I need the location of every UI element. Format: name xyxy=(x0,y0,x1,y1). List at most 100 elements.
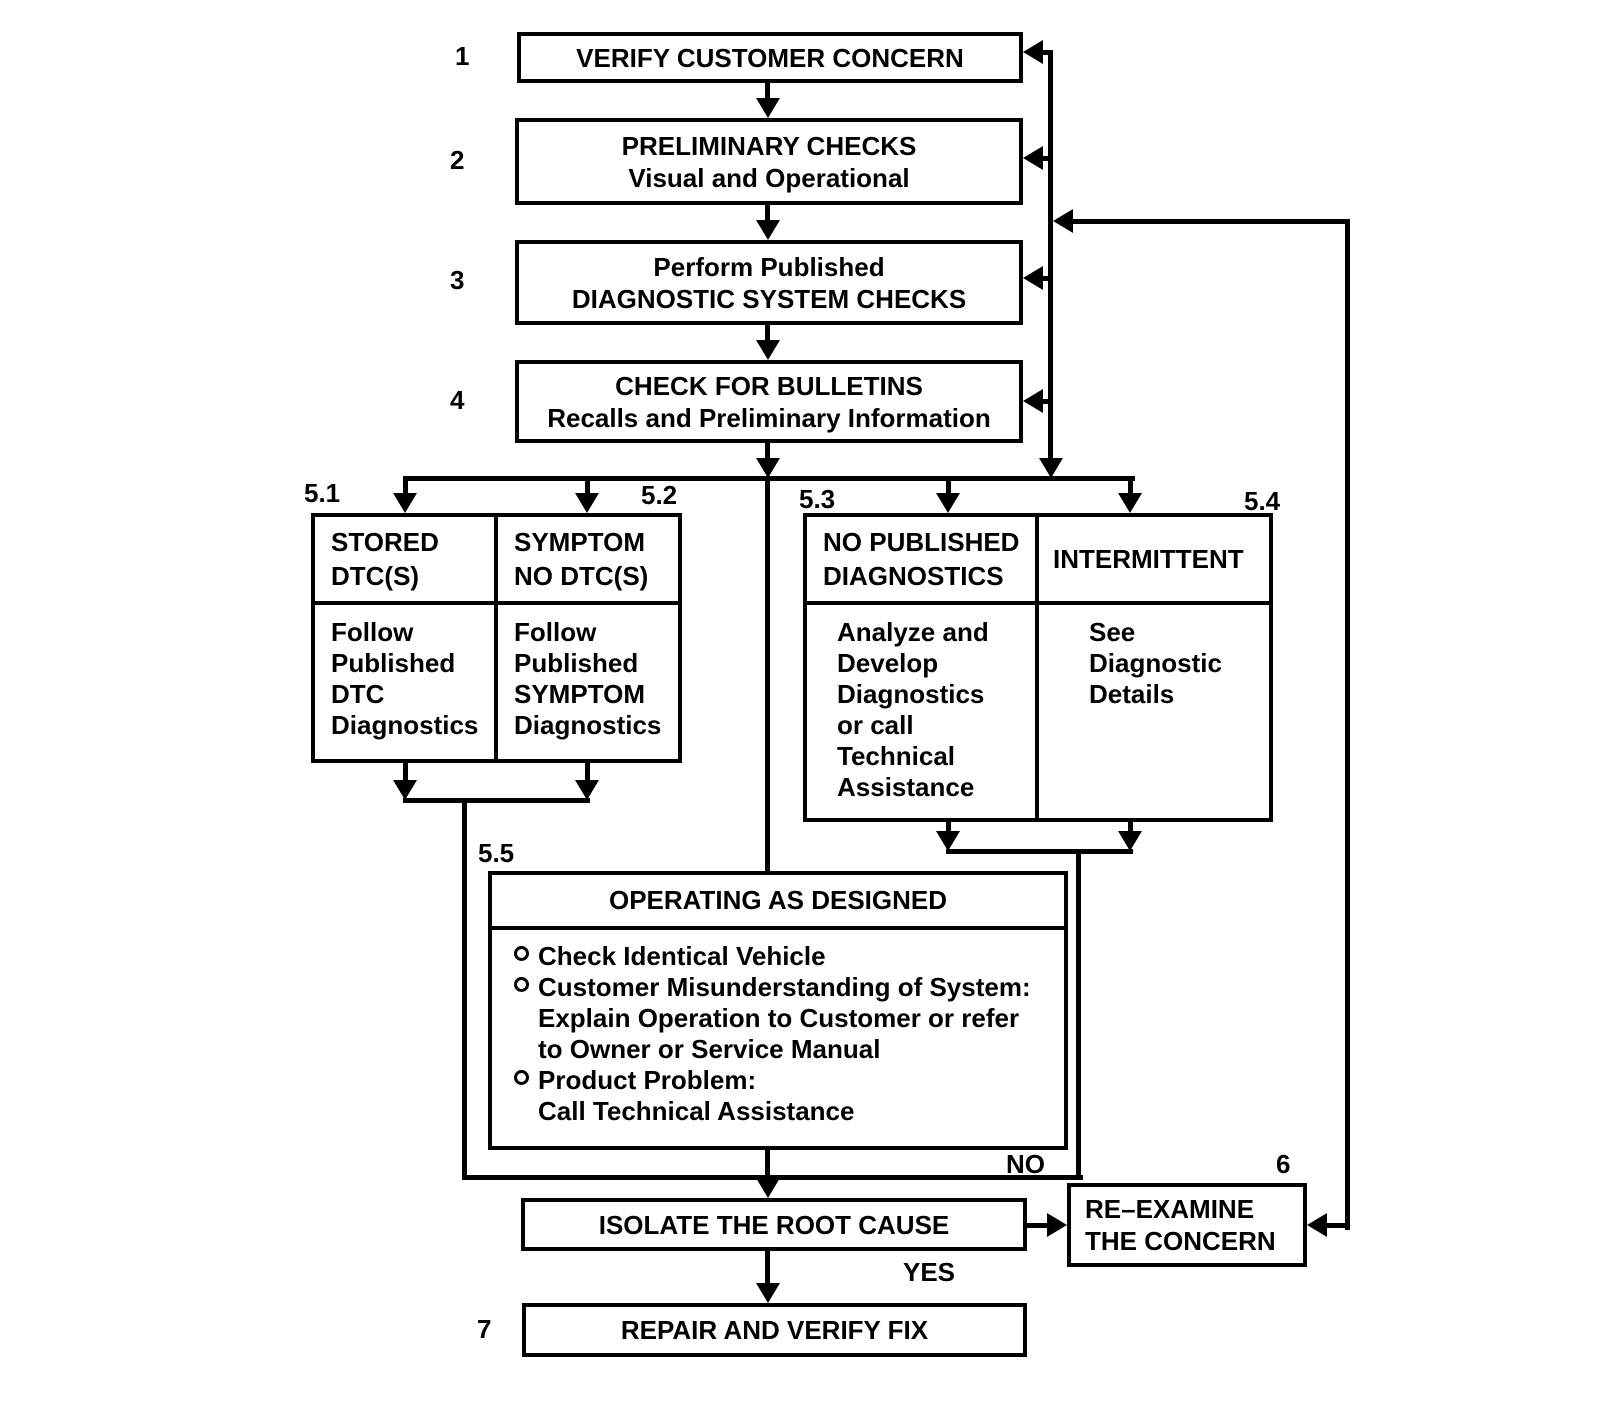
list-item-continuation: Explain Operation to Customer or refer xyxy=(538,1003,1020,1033)
diagnostic-system-checks-line2: DIAGNOSTIC SYSTEM CHECKS xyxy=(571,283,967,314)
return-stub-step1 xyxy=(1038,50,1053,55)
no-published-body-line2: Develop xyxy=(837,648,939,678)
arrowhead-step2 xyxy=(756,98,780,118)
isolate-root-cause-box: ISOLATE THE ROOT CAUSE xyxy=(521,1198,1027,1251)
diagnostic-system-checks-line1: Perform Published xyxy=(653,251,885,282)
stored-dtc-column: STORED DTC(S) Follow Published DTC Diagn… xyxy=(315,517,498,759)
bullet-icon xyxy=(514,977,529,992)
stored-dtc-body-line1: Follow xyxy=(331,617,414,647)
dtc-branch-table: STORED DTC(S) Follow Published DTC Diagn… xyxy=(311,513,682,763)
collector-left xyxy=(403,798,590,803)
arrowhead-no-into-reexamine xyxy=(1047,1213,1067,1237)
yes-edge-line xyxy=(765,1251,770,1285)
no-edge-line xyxy=(1027,1223,1052,1228)
feedback-top-line xyxy=(1070,219,1350,224)
list-item-continuation: Call Technical Assistance xyxy=(538,1096,855,1126)
symptom-header-line2: NO DTC(S) xyxy=(514,561,649,591)
no-published-diagnostics-column: NO PUBLISHED DIAGNOSTICS Analyze and Dev… xyxy=(807,517,1039,818)
no-published-body-line6: Assistance xyxy=(837,772,975,802)
intermittent-body-line1: See xyxy=(1089,617,1136,647)
reexamine-concern-box: RE–EXAMINE THE CONCERN xyxy=(1067,1183,1307,1267)
arrowhead-into-isolate xyxy=(756,1178,780,1198)
return-stub-step4 xyxy=(1038,399,1053,404)
arrowhead-drop-5-4 xyxy=(1118,831,1142,851)
no-published-diagnostics-header: NO PUBLISHED DIAGNOSTICS xyxy=(807,517,1035,605)
stored-dtc-body-line3: DTC xyxy=(331,679,385,709)
intermittent-body-line3: Details xyxy=(1089,679,1175,709)
stored-dtc-body: Follow Published DTC Diagnostics xyxy=(315,605,494,759)
step-number-1: 1 xyxy=(455,41,470,71)
bullet-icon xyxy=(514,946,529,961)
bullet-icon xyxy=(514,1070,529,1085)
step-number-3: 3 xyxy=(450,265,465,295)
operating-as-designed-list: Check Identical Vehicle Customer Misunde… xyxy=(492,930,1064,1127)
preliminary-checks-subtitle: Visual and Operational xyxy=(628,162,910,193)
drop-5-2 xyxy=(585,763,590,783)
check-for-bulletins-title: CHECK FOR BULLETINS xyxy=(615,370,923,401)
no-edge-label: NO xyxy=(1006,1149,1045,1179)
list-item-text: Customer Misunderstanding of System: xyxy=(538,972,1031,1002)
diagnostic-system-checks-box: Perform Published DIAGNOSTIC SYSTEM CHEC… xyxy=(515,240,1023,325)
symptom-header-line1: SYMPTOM xyxy=(514,527,645,557)
intermittent-body-line2: Diagnostic xyxy=(1089,648,1222,678)
connector-step2-step3 xyxy=(765,205,770,225)
symptom-body-line3: SYMPTOM xyxy=(514,679,645,709)
connector-step3-step4 xyxy=(765,325,770,345)
intermittent-column: INTERMITTENT See Diagnostic Details xyxy=(1039,517,1269,818)
arrowhead-step3 xyxy=(756,220,780,240)
arrowhead-into-repair xyxy=(756,1283,780,1303)
feedback-vertical-line xyxy=(1345,219,1350,1230)
no-published-body-line5: Technical xyxy=(837,741,956,771)
arrowhead-into-step3 xyxy=(1023,266,1043,290)
step-number-5-4: 5.4 xyxy=(1244,486,1281,516)
return-stub-step3 xyxy=(1038,276,1053,281)
step-number-4: 4 xyxy=(450,385,465,415)
arrowhead-drop-5-3 xyxy=(936,831,960,851)
preliminary-checks-box: PRELIMINARY CHECKS Visual and Operationa… xyxy=(515,118,1023,205)
arrowhead-branch-line xyxy=(756,458,780,478)
connector-operating-isolate xyxy=(765,1150,770,1180)
stub-5-3 xyxy=(946,481,951,495)
symptom-body-line2: Published xyxy=(514,648,639,678)
check-for-bulletins-box: CHECK FOR BULLETINS Recalls and Prelimin… xyxy=(515,360,1023,443)
reexamine-line2: THE CONCERN xyxy=(1085,1226,1276,1256)
stored-dtc-header-line1: STORED xyxy=(331,527,439,557)
drop-5-3 xyxy=(946,822,951,834)
arrowhead-into-step2 xyxy=(1023,146,1043,170)
no-published-body-line4: or call xyxy=(837,710,914,740)
step-number-2: 2 xyxy=(450,145,465,175)
connector-branch-operating xyxy=(765,481,770,871)
step-number-6: 6 xyxy=(1276,1149,1291,1179)
step-number-7: 7 xyxy=(477,1314,492,1344)
stored-dtc-body-line4: Diagnostics xyxy=(331,710,479,740)
operating-as-designed-title-text: OPERATING AS DESIGNED xyxy=(608,885,948,915)
list-item: Check Identical Vehicle xyxy=(514,941,1056,972)
drop-5-1 xyxy=(403,763,408,783)
arrowhead-5-4 xyxy=(1118,493,1142,513)
check-for-bulletins-subtitle: Recalls and Preliminary Information xyxy=(547,402,991,433)
symptom-body-line1: Follow xyxy=(514,617,597,647)
stored-dtc-body-line2: Published xyxy=(331,648,456,678)
arrowhead-5-2 xyxy=(575,493,599,513)
step-number-5-5: 5.5 xyxy=(478,838,515,868)
arrowhead-drop-5-2 xyxy=(575,780,599,800)
feedback-bottom-line xyxy=(1325,1223,1350,1228)
collector-right xyxy=(946,849,1133,854)
intermittent-header-label: INTERMITTENT xyxy=(1053,544,1244,574)
isolate-root-cause-label: ISOLATE THE ROOT CAUSE xyxy=(598,1209,950,1240)
step-number-5-1: 5.1 xyxy=(304,478,341,508)
yes-edge-label: YES xyxy=(903,1257,956,1287)
stored-dtc-header: STORED DTC(S) xyxy=(315,517,494,605)
symptom-no-dtc-column: SYMPTOM NO DTC(S) Follow Published SYMPT… xyxy=(498,517,678,759)
arrowhead-5-3 xyxy=(936,493,960,513)
stored-dtc-header-line2: DTC(S) xyxy=(331,561,420,591)
list-item: Product Problem: xyxy=(514,1065,1056,1096)
no-published-diagnostics-body: Analyze and Develop Diagnostics or call … xyxy=(807,605,1035,818)
stub-5-4 xyxy=(1128,481,1133,495)
arrowhead-feedback-into-return-line xyxy=(1053,209,1073,233)
connector-step1-step2 xyxy=(765,83,770,103)
operating-as-designed-box: OPERATING AS DESIGNED Check Identical Ve… xyxy=(488,871,1068,1150)
return-distribution-line xyxy=(1048,50,1053,462)
symptom-body-line4: Diagnostics xyxy=(514,710,662,740)
